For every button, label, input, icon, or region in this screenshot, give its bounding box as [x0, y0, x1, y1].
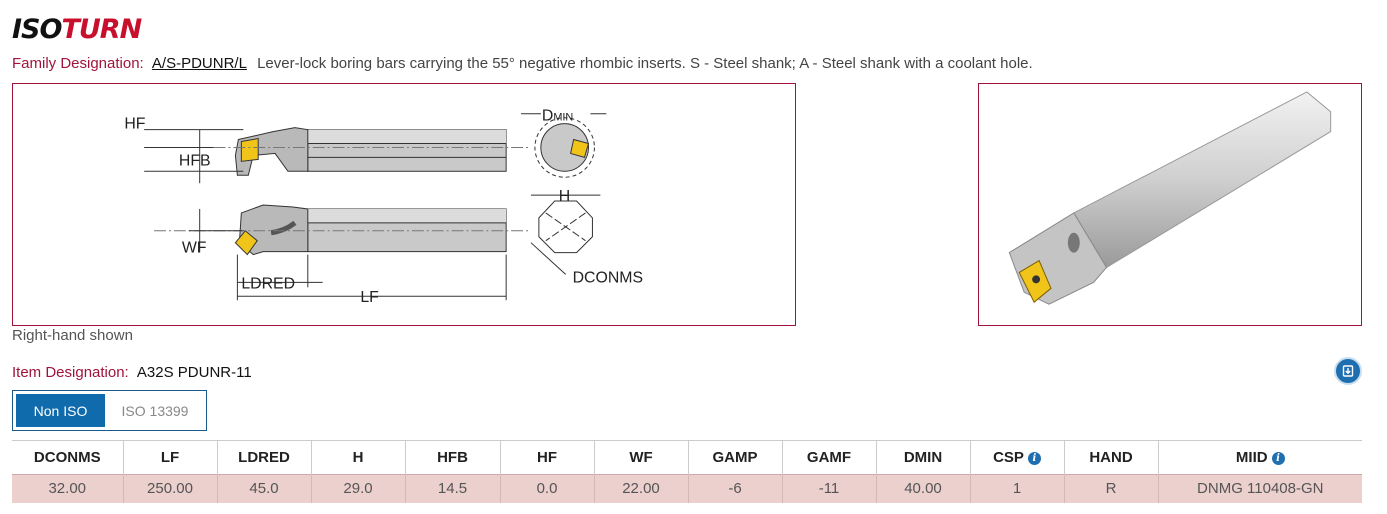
- label-ldred: LDRED: [241, 275, 295, 292]
- cell-hand: R: [1064, 474, 1159, 503]
- cell-hf: 0.0: [500, 474, 595, 503]
- col-dmin: DMIN: [876, 440, 971, 475]
- col-h: H: [311, 440, 406, 475]
- cell-csp: 1: [970, 474, 1065, 503]
- download-icon: [1342, 365, 1354, 377]
- col-dconms: DCONMS: [12, 440, 124, 475]
- product-photo: [978, 83, 1362, 326]
- col-hfb: HFB: [405, 440, 501, 475]
- toggle-non-iso[interactable]: Non ISO: [16, 394, 105, 427]
- isoturn-logo: ISOTURN: [12, 14, 142, 45]
- item-value: A32S PDUNR-11: [136, 364, 252, 381]
- label-h: H: [559, 188, 570, 205]
- family-description: Lever-lock boring bars carrying the 55° …: [257, 55, 1033, 72]
- standard-toggle: Non ISO ISO 13399: [12, 390, 207, 431]
- col-hand: HAND: [1064, 440, 1159, 475]
- col-wf: WF: [594, 440, 689, 475]
- download-button[interactable]: [1334, 357, 1362, 385]
- boring-bar-image: [1008, 91, 1332, 305]
- cell-miid: DNMG 110408-GN: [1158, 474, 1362, 503]
- logo-iso-text: ISO: [12, 14, 62, 45]
- table-row: 32.00 250.00 45.0 29.0 14.5 0.0 22.00 -6…: [12, 474, 1362, 503]
- technical-drawing: HF HFB WF LDRED LF DMIN H DCONMS: [12, 83, 796, 326]
- col-gamf: GAMF: [782, 440, 877, 475]
- table-header-row: DCONMS LF LDRED H HFB HF WF GAMP GAMF DM…: [12, 440, 1362, 475]
- toggle-iso-13399[interactable]: ISO 13399: [121, 402, 189, 419]
- specs-table: DCONMS LF LDRED H HFB HF WF GAMP GAMF DM…: [12, 440, 1362, 503]
- label-hf: HF: [124, 116, 145, 133]
- cell-h: 29.0: [311, 474, 406, 503]
- family-code-link[interactable]: A/S-PDUNR/L: [151, 55, 247, 72]
- col-ldred: LDRED: [217, 440, 312, 475]
- label-hfb: HFB: [179, 152, 211, 169]
- drawing-svg: HF HFB WF LDRED LF DMIN H DCONMS: [124, 108, 644, 306]
- cell-dmin: 40.00: [876, 474, 971, 503]
- logo-turn-text: TURN: [61, 14, 142, 45]
- cell-gamp: -6: [688, 474, 783, 503]
- cell-ldred: 45.0: [217, 474, 312, 503]
- cell-hfb: 14.5: [405, 474, 501, 503]
- family-designation: Family Designation: A/S-PDUNR/L Lever-lo…: [12, 55, 1033, 72]
- cell-gamf: -11: [782, 474, 877, 503]
- csp-info-icon[interactable]: i: [1027, 452, 1041, 465]
- item-designation: Item Designation: A32S PDUNR-11: [12, 364, 252, 381]
- cell-wf: 22.00: [594, 474, 689, 503]
- label-dconms: DCONMS: [573, 269, 644, 286]
- col-hf: HF: [500, 440, 595, 475]
- cell-dconms: 32.00: [12, 474, 124, 503]
- label-wf: WF: [182, 240, 207, 257]
- col-lf: LF: [123, 440, 218, 475]
- miid-info-icon[interactable]: i: [1271, 452, 1285, 465]
- col-gamp: GAMP: [688, 440, 783, 475]
- family-label: Family Designation:: [12, 55, 144, 72]
- label-dmin: DMIN: [542, 108, 573, 125]
- cell-lf: 250.00: [123, 474, 218, 503]
- item-label: Item Designation:: [12, 364, 129, 381]
- label-lf: LF: [360, 289, 379, 306]
- drawing-caption: Right-hand shown: [12, 327, 133, 344]
